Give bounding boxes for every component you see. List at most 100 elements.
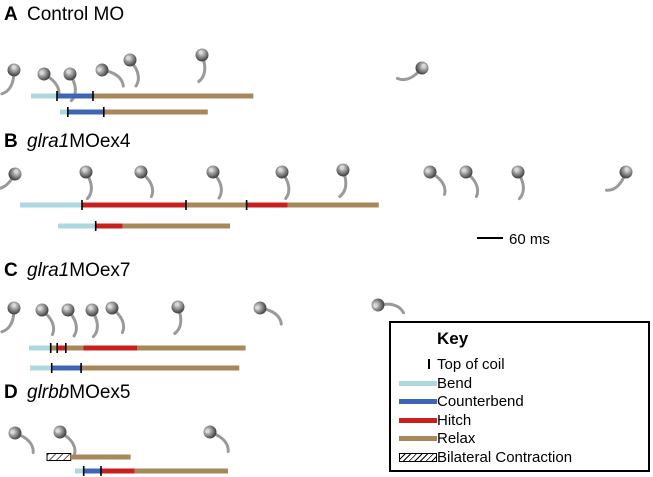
panel-title-rest: MOex7 [69, 260, 130, 281]
bilateral-segment [46, 453, 72, 461]
zebrafish-embryo-icon [53, 425, 77, 456]
zebrafish-embryo-icon [0, 63, 21, 96]
key-item-relax: Relax [391, 430, 648, 448]
embryo-sequence-b [0, 163, 633, 201]
panel-title: glra1MOex4 [27, 131, 131, 152]
timeline-row [29, 343, 246, 353]
bilateral-contraction-swatch [399, 453, 437, 462]
key-item-hitch: Hitch [391, 412, 648, 430]
panel-title: glra1MOex7 [27, 260, 131, 281]
embryo-sequence-a [0, 48, 429, 103]
hitch-segment [95, 223, 123, 229]
timeline-row [20, 200, 379, 210]
embryo-sequence-d [8, 425, 230, 456]
coil-tick-swatch [428, 359, 430, 369]
relax-segment [122, 223, 231, 229]
relax-swatch [399, 436, 437, 441]
relax-segment [103, 109, 208, 115]
relax-segment [287, 202, 379, 208]
zebrafish-embryo-icon [195, 48, 209, 83]
zebrafish-embryo-icon [0, 301, 21, 334]
panel-d-heading: D glrbbMOex5 [4, 382, 131, 403]
bend-segment [31, 93, 57, 99]
key-title: Key [437, 329, 469, 348]
zebrafish-embryo-icon [35, 303, 56, 337]
counterbend-segment [67, 109, 104, 115]
relax-segment [186, 202, 247, 208]
zebrafish-embryo-icon [85, 303, 99, 339]
zebrafish-embryo-icon [123, 53, 140, 88]
key-item-bilateral-contraction: Bilateral Contraction [391, 449, 648, 467]
zebrafish-embryo-icon [206, 165, 223, 200]
zebrafish-embryo-icon [275, 165, 291, 200]
panel-title-italic: glra1 [27, 260, 69, 281]
key-label: Bilateral Contraction [437, 449, 573, 466]
bend-segment [60, 109, 68, 115]
hitch-segment [82, 202, 186, 208]
relax-segment [70, 454, 131, 460]
zebrafish-embryo-icon [134, 165, 155, 199]
panel-letter: C [4, 260, 18, 281]
panel-title-rest: MOex4 [69, 131, 131, 152]
bend-segment [29, 345, 51, 351]
key-label: Bend [437, 375, 473, 392]
relax-segment [93, 93, 254, 99]
hitch-segment [101, 468, 135, 474]
key-item-top-of-coil: Top of coil [391, 356, 648, 374]
panel-b-heading: B glra1MOex4 [4, 131, 131, 152]
scale-bar-label: 60 ms [509, 231, 550, 248]
panel-title-italic: glra1 [27, 131, 69, 152]
key-label: Counterbend [437, 393, 524, 410]
panel-c-heading: C glra1MOex7 [4, 260, 131, 281]
timeline-row [46, 453, 131, 461]
counterbend-segment [83, 468, 101, 474]
zebrafish-embryo-icon [371, 298, 406, 315]
counterbend-segment [57, 93, 93, 99]
bend-segment [58, 223, 96, 229]
zebrafish-embryo-icon [395, 61, 429, 82]
relax-segment [50, 345, 58, 351]
zebrafish-embryo-icon [459, 165, 480, 199]
panel-letter: A [4, 4, 18, 25]
zebrafish-embryo-icon [423, 165, 447, 196]
hitch-segment [83, 345, 138, 351]
embryo-sequence-c [0, 298, 406, 339]
key-item-bend: Bend [391, 375, 648, 393]
key-legend: Key Top of coil Bend Counterbend Hitch R… [389, 321, 650, 472]
panel-title-italic: glrbb [27, 382, 69, 403]
zebrafish-embryo-icon [79, 165, 93, 201]
key-label: Hitch [437, 412, 472, 429]
panel-title-rest: Control MO [27, 4, 124, 25]
key-item-counterbend: Counterbend [391, 393, 648, 411]
zebrafish-embryo-icon [336, 163, 350, 198]
bend-swatch [399, 381, 437, 386]
relax-segment [137, 345, 246, 351]
panel-title: glrbbMOex5 [27, 382, 131, 403]
timeline-row [30, 363, 240, 373]
hitch-swatch [399, 418, 437, 423]
embryo-snapshots [0, 48, 633, 456]
panel-letter: D [4, 382, 18, 403]
panel-title: Control MO [27, 4, 124, 25]
relax-segment [65, 345, 84, 351]
relax-segment [134, 468, 228, 474]
panel-a-heading: A Control MO [4, 4, 124, 25]
zebrafish-embryo-icon [511, 165, 525, 201]
zebrafish-embryo-icon [171, 300, 185, 335]
counterbend-swatch [399, 399, 437, 404]
zebrafish-embryo-icon [203, 425, 230, 454]
timeline-row [60, 107, 208, 117]
key-label: Top of coil [437, 356, 505, 373]
timeline-row [31, 91, 254, 101]
zebrafish-embryo-icon [0, 167, 22, 191]
zebrafish-embryo-icon [61, 303, 78, 338]
zebrafish-embryo-icon [63, 67, 77, 103]
zebrafish-embryo-icon [604, 165, 633, 192]
zebrafish-embryo-icon [253, 301, 283, 326]
hitch-segment [246, 202, 288, 208]
timeline-row [58, 221, 231, 231]
panel-letter: B [4, 131, 18, 152]
bend-segment [30, 365, 52, 371]
relax-segment [81, 365, 240, 371]
